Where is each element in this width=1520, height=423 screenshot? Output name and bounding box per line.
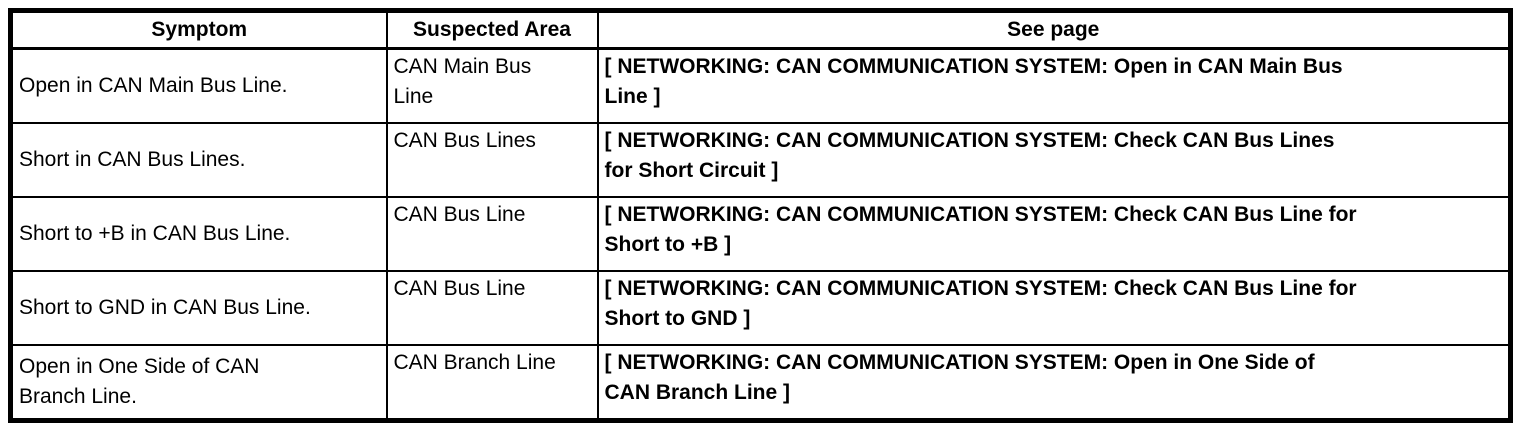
text-line: Open in CAN Main Bus Line. xyxy=(19,74,288,97)
table-row: Open in CAN Main Bus Line. CAN Main Bus … xyxy=(9,47,1512,124)
symptom-cell: Open in One Side of CAN Branch Line. xyxy=(9,344,388,422)
suspected-area-cell: CAN Bus Lines xyxy=(385,122,599,198)
suspected-area-cell: CAN Bus Line xyxy=(385,270,599,346)
text-line: Line ] xyxy=(604,85,661,108)
col-header-symptom: Symptom xyxy=(9,9,388,50)
see-page-link[interactable]: [ NETWORKING: CAN COMMUNICATION SYSTEM: … xyxy=(596,344,1512,422)
col-header-suspected-area: Suspected Area xyxy=(385,9,599,50)
text-line: Branch Line. xyxy=(19,385,137,408)
text-line: Short in CAN Bus Lines. xyxy=(19,148,246,171)
text-line: CAN Branch Line xyxy=(393,351,556,374)
see-page-link[interactable]: [ NETWORKING: CAN COMMUNICATION SYSTEM: … xyxy=(596,122,1512,198)
text-line: CAN Branch Line ] xyxy=(604,381,791,404)
suspected-area-cell: CAN Bus Line xyxy=(385,196,599,272)
see-page-link[interactable]: [ NETWORKING: CAN COMMUNICATION SYSTEM: … xyxy=(596,196,1512,272)
see-page-link[interactable]: [ NETWORKING: CAN COMMUNICATION SYSTEM: … xyxy=(596,270,1512,346)
text-line: CAN Bus Line xyxy=(393,203,526,226)
symptom-cell: Short to +B in CAN Bus Line. xyxy=(9,196,388,272)
suspected-area-cell: CAN Main Bus Line xyxy=(385,47,599,124)
symptom-cell: Short to GND in CAN Bus Line. xyxy=(9,270,388,346)
text-line: [ NETWORKING: CAN COMMUNICATION SYSTEM: … xyxy=(604,55,1343,78)
suspected-area-cell: CAN Branch Line xyxy=(385,344,599,422)
col-header-see-page: See page xyxy=(596,9,1512,50)
text-line: Short to +B ] xyxy=(604,233,732,256)
text-line: [ NETWORKING: CAN COMMUNICATION SYSTEM: … xyxy=(604,129,1335,152)
text-line: Short to GND in CAN Bus Line. xyxy=(19,296,311,319)
symptom-table-container: Symptom Suspected Area See page Open in … xyxy=(8,8,1513,423)
header-row: Symptom Suspected Area See page xyxy=(9,9,1512,50)
table-row: Open in One Side of CAN Branch Line. CAN… xyxy=(9,344,1512,422)
text-line: Line xyxy=(393,85,434,108)
symptom-cell: Short in CAN Bus Lines. xyxy=(9,122,388,198)
symptom-cell: Open in CAN Main Bus Line. xyxy=(9,47,388,124)
text-line: CAN Bus Lines xyxy=(393,129,536,152)
table-row: Short to +B in CAN Bus Line. CAN Bus Lin… xyxy=(9,196,1512,272)
text-line: for Short Circuit ] xyxy=(604,159,779,182)
text-line: [ NETWORKING: CAN COMMUNICATION SYSTEM: … xyxy=(604,351,1315,374)
text-line: CAN Bus Line xyxy=(393,277,526,300)
text-line: [ NETWORKING: CAN COMMUNICATION SYSTEM: … xyxy=(604,203,1357,226)
see-page-link[interactable]: [ NETWORKING: CAN COMMUNICATION SYSTEM: … xyxy=(596,47,1512,124)
text-line: [ NETWORKING: CAN COMMUNICATION SYSTEM: … xyxy=(604,277,1357,300)
text-line: Short to GND ] xyxy=(604,307,751,330)
table-row: Short in CAN Bus Lines. CAN Bus Lines [ … xyxy=(9,122,1512,198)
text-line: Short to +B in CAN Bus Line. xyxy=(19,222,291,245)
text-line: Open in One Side of CAN xyxy=(19,355,260,378)
symptom-table: Symptom Suspected Area See page Open in … xyxy=(8,8,1513,423)
table-row: Short to GND in CAN Bus Line. CAN Bus Li… xyxy=(9,270,1512,346)
text-line: CAN Main Bus xyxy=(393,55,532,78)
